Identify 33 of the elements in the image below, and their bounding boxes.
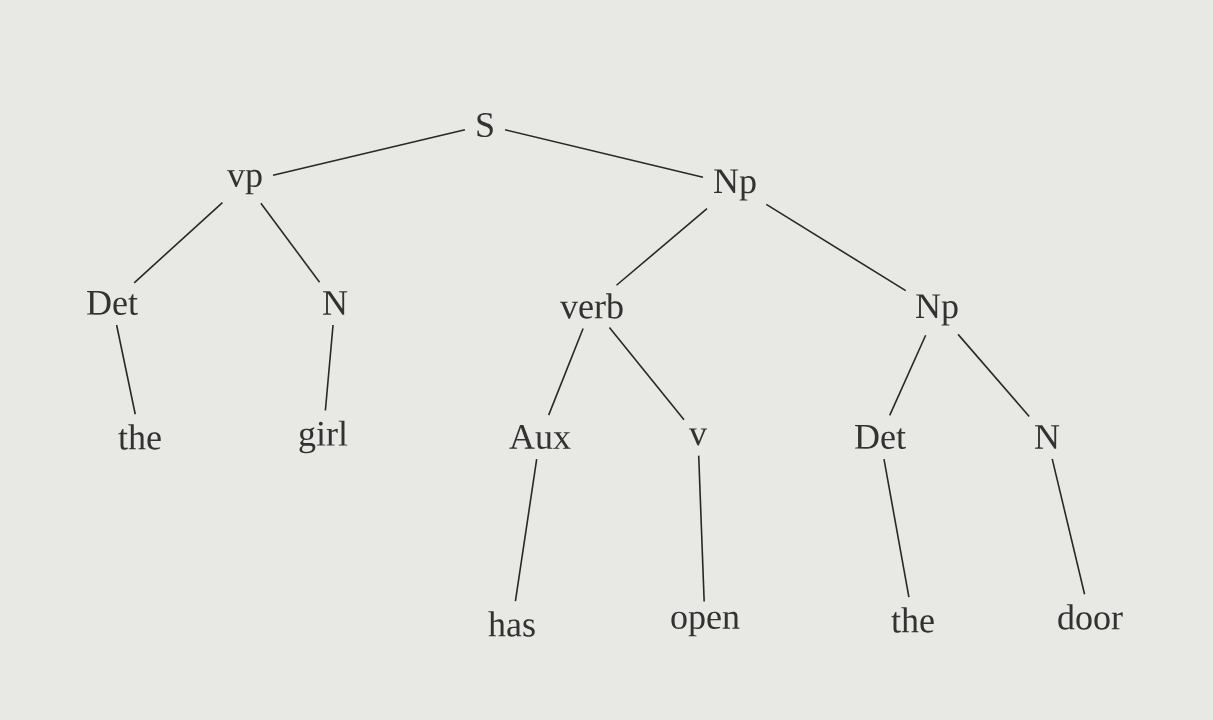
tree-label: the (891, 607, 934, 633)
tree-label: S (477, 112, 493, 138)
tree-label: the (118, 424, 161, 450)
tree-branch (260, 202, 321, 283)
tree-label: Det (87, 291, 138, 315)
tree-label: N (1035, 425, 1060, 449)
tree-label: vp (227, 169, 262, 195)
tree-branch (115, 324, 137, 416)
tree-branch (765, 203, 907, 292)
tree-label: open (671, 611, 740, 637)
tree-label: verb (560, 293, 623, 319)
tree-label: Np (916, 294, 958, 326)
tree-label: door (1058, 604, 1123, 630)
tree-label: has (488, 611, 535, 637)
tree-branch (608, 326, 685, 421)
tree-branch (888, 334, 927, 417)
tree-branch (1051, 458, 1086, 596)
tree-label: v (689, 428, 707, 446)
tree-branch (697, 454, 705, 603)
tree-branch (957, 333, 1031, 418)
tree-branch (547, 327, 584, 416)
tree-label: Det (855, 425, 906, 449)
tree-branch (272, 128, 466, 177)
tree-branch (133, 201, 224, 284)
tree-branch (883, 458, 910, 599)
tree-branch (504, 129, 704, 179)
tree-label: Np (714, 169, 756, 201)
tree-branch (514, 458, 538, 602)
tree-branch (615, 207, 708, 287)
tree-label: Aux (509, 424, 571, 450)
tree-branch (324, 324, 334, 412)
tree-label: girl (299, 420, 348, 454)
tree-label: N (323, 291, 348, 315)
